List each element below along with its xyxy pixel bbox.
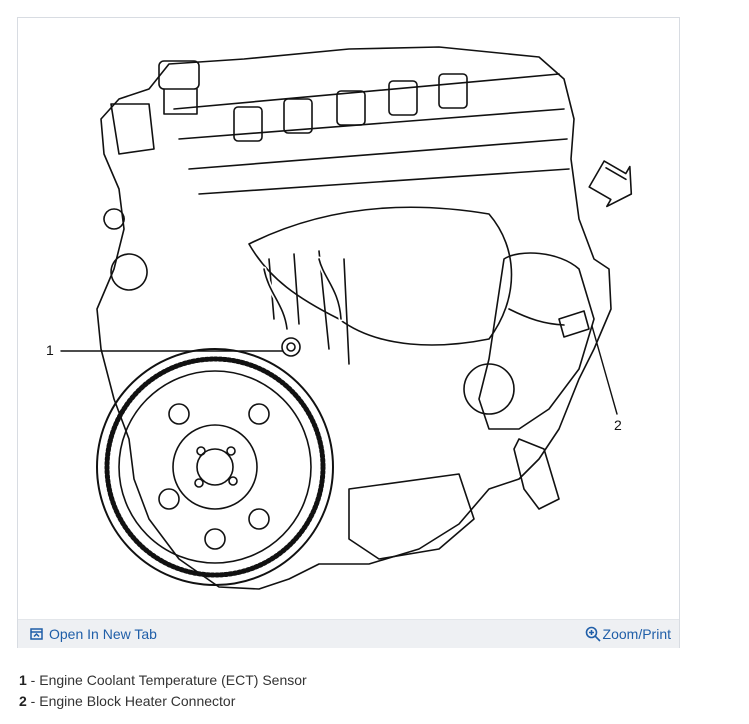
front-direction-arrow xyxy=(588,160,633,208)
legend-item-number: 1 xyxy=(19,672,27,688)
engine-diagram: 1 2 xyxy=(19,19,678,619)
callout-2-number: 2 xyxy=(614,417,622,433)
flywheel xyxy=(96,348,334,586)
figure-footer: Open In New Tab Zoom/Print xyxy=(18,619,679,648)
legend: 1 - Engine Coolant Temperature (ECT) Sen… xyxy=(19,670,307,712)
callout-1-number: 1 xyxy=(46,342,54,358)
ignition-coils xyxy=(233,73,468,142)
legend-item-separator: - xyxy=(26,693,40,709)
zoom-print-link[interactable]: Zoom/Print xyxy=(585,626,671,642)
open-in-new-tab-icon xyxy=(30,628,43,640)
legend-item-separator: - xyxy=(26,672,40,688)
legend-item-text: Engine Coolant Temperature (ECT) Sensor xyxy=(39,672,307,688)
oil-pan xyxy=(348,473,475,560)
engine-line-drawing xyxy=(60,46,633,590)
oil-filler-cap xyxy=(158,60,200,115)
legend-item: 1 - Engine Coolant Temperature (ECT) Sen… xyxy=(19,670,307,691)
legend-item-text: Engine Block Heater Connector xyxy=(39,693,236,709)
magnifier-zoom-icon xyxy=(585,626,601,642)
legend-item-number: 2 xyxy=(19,693,27,709)
ect-sensor xyxy=(281,337,301,357)
front-cover xyxy=(478,252,595,430)
legend-item: 2 - Engine Block Heater Connector xyxy=(19,691,307,712)
open-in-new-tab-link[interactable]: Open In New Tab xyxy=(30,626,157,642)
callout-2-leader xyxy=(591,325,618,415)
open-in-new-tab-label: Open In New Tab xyxy=(49,626,157,642)
figure-card: 1 2 Open In New Tab Zoom/Print xyxy=(17,17,680,648)
zoom-print-label: Zoom/Print xyxy=(602,626,671,642)
block-heater-connector xyxy=(508,308,590,338)
intake-manifold xyxy=(248,206,513,346)
valve-cover xyxy=(173,73,570,195)
